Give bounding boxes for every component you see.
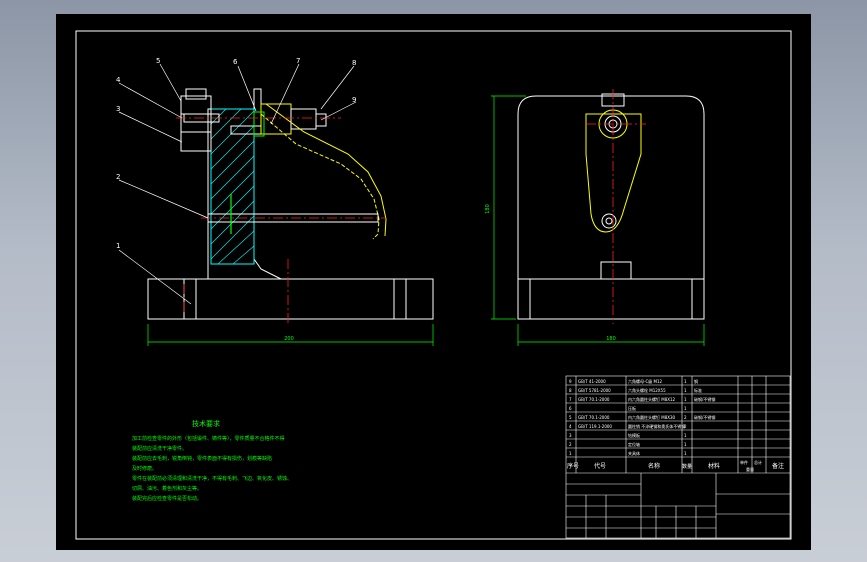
drill-plate: [180, 95, 212, 152]
label-part-6: 6: [233, 58, 238, 66]
bom-header-qty: 数量: [682, 463, 692, 470]
bom-header-code: 代号: [594, 462, 606, 470]
tech-notes-title: 技术要求: [192, 419, 220, 428]
side-view: [491, 89, 705, 346]
side-body-outline: [517, 95, 705, 319]
bom-note: 碳钢/不锈钢: [694, 414, 715, 420]
bom-qty: 1: [684, 451, 687, 456]
dim-front-width: 200: [284, 336, 294, 342]
drawing-sheet: 200 5 4 3 2 1 6 7 8: [56, 14, 811, 550]
tech-note-line: 装配前应去毛刺，锐角倒钝，零件表面不得有损伤，划痕等缺陷: [132, 455, 272, 462]
bom-table: 9 GB/T 41-2000 六角螺母-C级 M12 1 钢 8 GB/T 57…: [569, 378, 715, 456]
bom-no: 7: [569, 397, 572, 402]
dim-side-height: 180: [485, 204, 491, 214]
title-block: [565, 375, 791, 539]
bom-code: GB/T 119.1-2000: [578, 424, 612, 429]
bom-code: GB/T 70.1-2000: [578, 415, 610, 420]
bom-code: GB/T 41-2000: [578, 379, 606, 384]
bom-name: 钻模板: [628, 432, 640, 438]
bom-header-single: 单件: [740, 459, 748, 465]
label-part-3: 3: [116, 105, 120, 113]
tech-note-line: 及时修磨。: [132, 465, 157, 472]
tech-note-line: 加工前检查零件的外形（包括锻件、铸件等），零件质量不合格件不得: [132, 435, 285, 442]
tech-note-line: 切屑、油污、着色剂和灰尘等。: [132, 485, 202, 492]
label-part-7: 7: [296, 57, 300, 65]
tech-note-line: 装配完后应检查零件是否松动。: [132, 495, 202, 502]
bom-qty: 2: [684, 415, 687, 420]
bom-header-name: 名称: [648, 462, 660, 470]
label-part-2: 2: [116, 173, 120, 181]
bom-qty: 1: [684, 397, 687, 402]
bom-name: 内六角圆柱头螺钉 M8X30: [628, 414, 676, 420]
bom-name: 内六角圆柱头螺钉 M8X12: [628, 396, 676, 402]
front-view: [147, 88, 434, 346]
bom-no: 3: [569, 433, 572, 438]
bom-note: 碳钢/不锈钢: [694, 396, 715, 402]
tech-note-line: 装配前应清洗干净零件。: [132, 445, 187, 452]
bom-name: 六角头螺栓 M12X55: [628, 387, 666, 393]
bom-qty: 1: [684, 379, 687, 384]
bom-no: 5: [569, 415, 572, 420]
bom-no: 4: [569, 424, 572, 429]
bom-header: 序号 代号 名称 数量 材料 单件 总计 重量 备注: [567, 459, 784, 472]
bom-no: 9: [569, 379, 572, 384]
swing-arm: [585, 113, 642, 233]
bom-name: 圆柱销 不淬硬钢和奥氏体不锈钢: [628, 423, 685, 429]
label-part-5: 5: [156, 57, 160, 65]
dim-side-width: 180: [606, 336, 616, 342]
bom-code: GB/T 5781-2000: [578, 388, 611, 393]
tech-note-line: 零件在装配前必须清理和清洗干净，不得有毛刺、飞边、氧化皮、锈蚀、: [132, 475, 292, 482]
hatched-section: [210, 108, 255, 265]
tech-notes: 技术要求 加工前检查零件的外形（包括锻件、铸件等），零件质量不合格件不得 装配前…: [132, 419, 292, 502]
drawing-frame: [75, 30, 792, 540]
bom-note: 钢: [694, 378, 698, 384]
bom-name: 定位轴: [628, 441, 640, 447]
bom-header-no: 序号: [567, 462, 579, 470]
bom-no: 2: [569, 442, 572, 447]
bom-header-note: 备注: [772, 462, 784, 470]
label-part-1: 1: [116, 242, 120, 250]
label-part-9: 9: [352, 96, 356, 104]
bom-qty: 1: [684, 406, 687, 411]
bom-qty: 2: [684, 424, 687, 429]
bom-no: 8: [569, 388, 572, 393]
bom-no: 1: [569, 451, 572, 456]
bom-qty: 1: [684, 442, 687, 447]
base-plate: [147, 278, 434, 320]
bom-header-total: 总计: [754, 459, 762, 465]
bom-qty: 1: [684, 433, 687, 438]
bom-name: 压板: [628, 405, 636, 411]
bom-code: GB/T 70.1-2000: [578, 397, 610, 402]
label-part-8: 8: [352, 59, 356, 67]
leader-lines: [118, 63, 357, 305]
drawing-canvas: 200 5 4 3 2 1 6 7 8: [75, 30, 792, 540]
bom-name: 夹具体: [628, 450, 640, 456]
bom-no: 6: [569, 406, 572, 411]
bom-qty: 1: [684, 388, 687, 393]
label-part-4: 4: [116, 76, 121, 84]
bom-note: 标准: [694, 387, 702, 393]
bom-header-weight: 重量: [746, 466, 754, 472]
bom-header-material: 材料: [708, 462, 720, 470]
bom-name: 六角螺母-C级 M12: [628, 378, 663, 384]
